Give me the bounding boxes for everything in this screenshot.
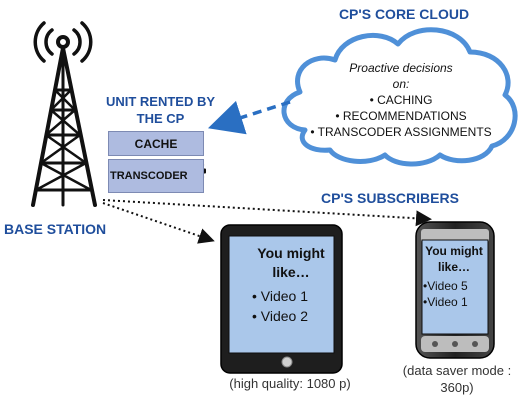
tablet-device [220,224,343,374]
core-cloud-item-caching: • CACHING [369,93,433,107]
phone-device [415,221,495,359]
core-cloud-shape [281,27,518,167]
cache-box: CACHE [108,131,204,156]
station-to-tablet-arrow [102,202,215,244]
tablet-list-item: • Video 2 [252,308,309,324]
cloud-to-unit-arrow [207,100,291,135]
phone-list-item: •Video 1 [423,295,468,309]
tablet-screen-content: You might like… • Video 1 • Video 2 [238,244,344,326]
base-station-label: BASE STATION [4,221,107,237]
tablet-list-item: • Video 1 [252,288,309,304]
tablet-home-button-icon [281,356,293,368]
station-to-phone-arrow [102,199,432,227]
tablet-recommendation-list: • Video 1 • Video 2 [238,286,344,326]
phone-caption: (data saver mode : 360p) [402,363,512,395]
rented-unit-title: UNIT RENTED BY THE CP [105,94,216,126]
core-cloud-intro: Proactive decisions on: [349,61,453,91]
phone-recommendation-list: •Video 5 •Video 1 [423,278,485,310]
core-cloud-item-transcoder: • TRANSCODER ASSIGNMENTS [310,125,492,139]
base-station-tower-icon [31,21,97,207]
transcoder-box: TRANSCODER [108,159,204,193]
cache-label: CACHE [134,136,178,151]
core-cloud-item-recommendations: • RECOMMENDATIONS [335,109,467,123]
phone-list-item: •Video 5 [423,279,468,293]
phone-screen-content: You might like… •Video 5 •Video 1 [423,243,485,310]
tablet-recommendation-heading: You might like… [257,245,325,280]
core-cloud-title: CP'S CORE CLOUD [338,6,470,22]
tablet-caption: (high quality: 1080 p) [229,376,351,391]
core-cloud-decisions: Proactive decisions on: • CACHING • RECO… [292,60,510,140]
transcoder-label: TRANSCODER [110,170,188,182]
phone-recommendation-heading: You might like… [425,244,483,274]
subscribers-title: CP'S SUBSCRIBERS [321,190,459,206]
